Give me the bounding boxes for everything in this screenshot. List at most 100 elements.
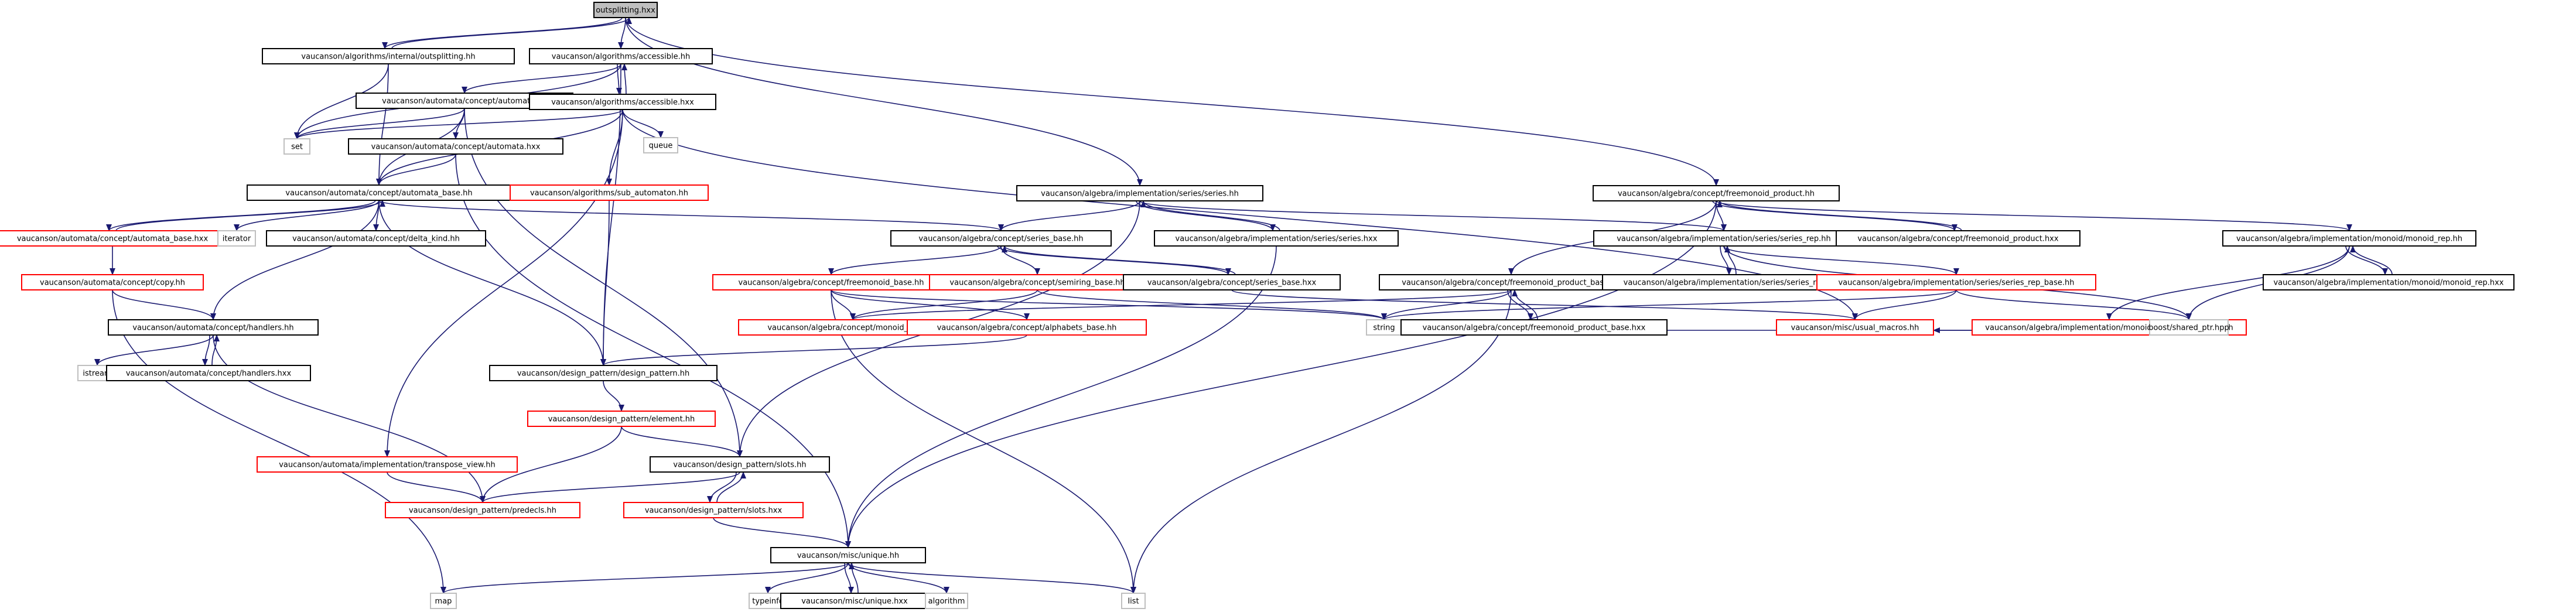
edge-design-pattern-to-element-hh [603, 380, 624, 412]
node-freemonoid-product-hh[interactable]: vaucanson/algebra/concept/freemonoid_pro… [1593, 185, 1840, 201]
node-algorithm[interactable]: algorithm [925, 593, 968, 609]
edge-freemonoid-product-base-hxx-to-freemonoid-product-base-hh [1512, 289, 1538, 320]
node-label: vaucanson/algebra/concept/freemonoid_pro… [1618, 190, 1815, 199]
edge-internal-outsplitting-to-automata-base-hh [376, 63, 389, 186]
node-monoid-rep-hxx[interactable]: vaucanson/algebra/implementation/monoid/… [2263, 274, 2514, 290]
node-series-rep-base[interactable]: vaucanson/algebra/implementation/series/… [1816, 274, 2096, 290]
node-slots-hh[interactable]: vaucanson/design_pattern/slots.hh [650, 456, 830, 473]
node-box [257, 456, 518, 473]
node-series-base-hxx[interactable]: vaucanson/algebra/concept/series_base.hx… [1123, 274, 1341, 290]
node-box [1593, 230, 1854, 247]
node-box [1816, 274, 2096, 290]
node-label: vaucanson/misc/usual_macros.hh [1791, 324, 1919, 333]
node-handlers-hh[interactable]: vaucanson/automata/concept/handlers.hh [108, 319, 319, 336]
node-label: vaucanson/algebra/concept/semiring_base.… [949, 279, 1125, 288]
node-label: vaucanson/automata/concept/automata_base… [285, 189, 472, 198]
edge-accessible-hxx-to-sub-automaton [606, 109, 623, 186]
edge-freemonoid-product-hh-to-monoid-rep-hh [1716, 200, 2352, 231]
edge-accessible-hh-to-automata-hh [462, 63, 621, 94]
node-sub-automaton[interactable]: vaucanson/algorithms/sub_automaton.hh [510, 184, 709, 201]
node-accessible-hh[interactable]: vaucanson/algorithms/accessible.hh [529, 48, 713, 64]
edge-freemonoid-base-to-string [831, 289, 1387, 320]
node-root[interactable]: outsplitting.hxx [593, 2, 658, 18]
edge-series-base-hxx-to-usual-macros [1231, 289, 1858, 320]
edge-transpose-view-to-predecls [387, 471, 486, 503]
node-series-hxx[interactable]: vaucanson/algebra/implementation/series/… [1154, 230, 1399, 247]
node-usual-macros[interactable]: vaucanson/misc/usual_macros.hh [1776, 319, 1934, 336]
node-box [1366, 319, 1402, 336]
node-slots-hxx[interactable]: vaucanson/design_pattern/slots.hxx [623, 502, 804, 518]
node-transpose-view[interactable]: vaucanson/automata/implementation/transp… [257, 456, 518, 473]
node-internal-outsplitting[interactable]: vaucanson/algorithms/internal/outsplitti… [262, 48, 515, 64]
node-freemonoid-product-base-hh[interactable]: vaucanson/algebra/concept/freemonoid_pro… [1379, 274, 1644, 290]
node-monoid-rep-hh[interactable]: vaucanson/algebra/implementation/monoid/… [2222, 230, 2476, 247]
node-design-pattern[interactable]: vaucanson/design_pattern/design_pattern.… [489, 365, 718, 381]
node-shared-ptr[interactable]: boost/shared_ptr.hpp [2148, 319, 2229, 336]
node-box [780, 593, 929, 609]
edge-freemonoid-base-to-alphabets-base [831, 289, 1030, 320]
edge-unique-hxx-to-unique-hh [849, 562, 859, 594]
node-predecls[interactable]: vaucanson/design_pattern/predecls.hh [385, 502, 580, 518]
node-freemonoid-base[interactable]: vaucanson/algebra/concept/freemonoid_bas… [712, 274, 950, 290]
node-queue[interactable]: queue [643, 137, 678, 153]
node-label: vaucanson/algebra/concept/freemonoid_pro… [1402, 279, 1621, 288]
node-label: istream [83, 370, 111, 378]
edge-freemonoid-product-base-hh-to-string [1381, 289, 1512, 320]
node-automata-base-hh[interactable]: vaucanson/automata/concept/automata_base… [247, 184, 511, 201]
node-accessible-hxx[interactable]: vaucanson/algorithms/accessible.hxx [529, 94, 716, 110]
edge-series-hh-to-series-base-hh [998, 200, 1140, 231]
node-label: vaucanson/automata/concept/delta_kind.hh [292, 235, 460, 244]
edge-series-rep-hxx-to-series-rep-hh [1724, 245, 1737, 275]
edges-layer [94, 17, 2393, 594]
node-label: algorithm [928, 597, 965, 606]
node-label: vaucanson/automata/concept/automata.hh [382, 97, 547, 106]
node-label: vaucanson/algebra/concept/freemonoid_pro… [1857, 235, 2058, 244]
node-box [2222, 230, 2476, 247]
node-semiring-base[interactable]: vaucanson/algebra/concept/semiring_base.… [929, 274, 1146, 290]
node-list[interactable]: list [1121, 593, 1146, 609]
edge-freemonoid-product-hxx-to-freemonoid-product-hh [1717, 200, 1962, 231]
node-series-base-hh[interactable]: vaucanson/algebra/concept/series_base.hh [890, 230, 1112, 247]
edge-element-hh-to-predecls [480, 426, 622, 503]
edge-slots-hh-to-slots-hxx [707, 471, 737, 503]
node-box [1379, 274, 1644, 290]
node-label: vaucanson/design_pattern/design_pattern.… [517, 370, 689, 378]
node-label: vaucanson/algebra/implementation/monoid/… [2236, 235, 2462, 244]
node-element-hh[interactable]: vaucanson/design_pattern/element.hh [527, 411, 716, 427]
node-delta-kind[interactable]: vaucanson/automata/concept/delta_kind.hh [266, 230, 486, 247]
node-iterator[interactable]: iterator [217, 230, 256, 247]
node-freemonoid-product-base-hxx[interactable]: vaucanson/algebra/concept/freemonoid_pro… [1400, 319, 1668, 336]
edge-automata-hh-to-slots-hh [464, 108, 743, 457]
node-freemonoid-product-hxx[interactable]: vaucanson/algebra/concept/freemonoid_pro… [1836, 230, 2080, 247]
node-box [2263, 274, 2514, 290]
node-label: vaucanson/algebra/implementation/series/… [1838, 279, 2074, 288]
edge-handlers-hxx-to-handlers-hh [211, 334, 220, 366]
node-box [650, 456, 830, 473]
node-alphabets-base[interactable]: vaucanson/algebra/concept/alphabets_base… [907, 319, 1147, 336]
node-unique-hxx[interactable]: vaucanson/misc/unique.hxx [780, 593, 929, 609]
node-copy-hh[interactable]: vaucanson/automata/concept/copy.hh [21, 274, 204, 290]
node-box [527, 411, 716, 427]
edge-series-rep-base-to-usual-macros [1852, 289, 1957, 320]
node-label: vaucanson/design_pattern/slots.hh [673, 461, 806, 470]
node-automata-hxx[interactable]: vaucanson/automata/concept/automata.hxx [348, 138, 563, 155]
node-box [283, 138, 310, 155]
node-label: vaucanson/algebra/concept/freemonoid_bas… [739, 279, 924, 288]
node-handlers-hxx[interactable]: vaucanson/automata/concept/handlers.hxx [106, 365, 311, 381]
node-automata-base-hxx[interactable]: vaucanson/automata/concept/automata_base… [0, 230, 230, 247]
edge-series-rep-hh-to-series-rep-base [1723, 245, 1959, 275]
edge-internal-outsplitting-to-set [294, 63, 389, 139]
edge-freemonoid-product-base-hh-to-monoid-base [850, 289, 1512, 320]
node-box [1776, 319, 1934, 336]
node-series-rep-hh[interactable]: vaucanson/algebra/implementation/series/… [1593, 230, 1854, 247]
node-box [925, 593, 968, 609]
node-series-hh[interactable]: vaucanson/algebra/implementation/series/… [1016, 185, 1263, 201]
node-label: vaucanson/algebra/implementation/series/… [1041, 190, 1239, 199]
node-string[interactable]: string [1366, 319, 1402, 336]
node-box [1400, 319, 1668, 336]
node-box [1121, 593, 1146, 609]
node-set[interactable]: set [283, 138, 310, 155]
node-map[interactable]: map [430, 593, 457, 609]
node-unique-hh[interactable]: vaucanson/misc/unique.hh [770, 547, 926, 563]
node-box [643, 137, 678, 153]
